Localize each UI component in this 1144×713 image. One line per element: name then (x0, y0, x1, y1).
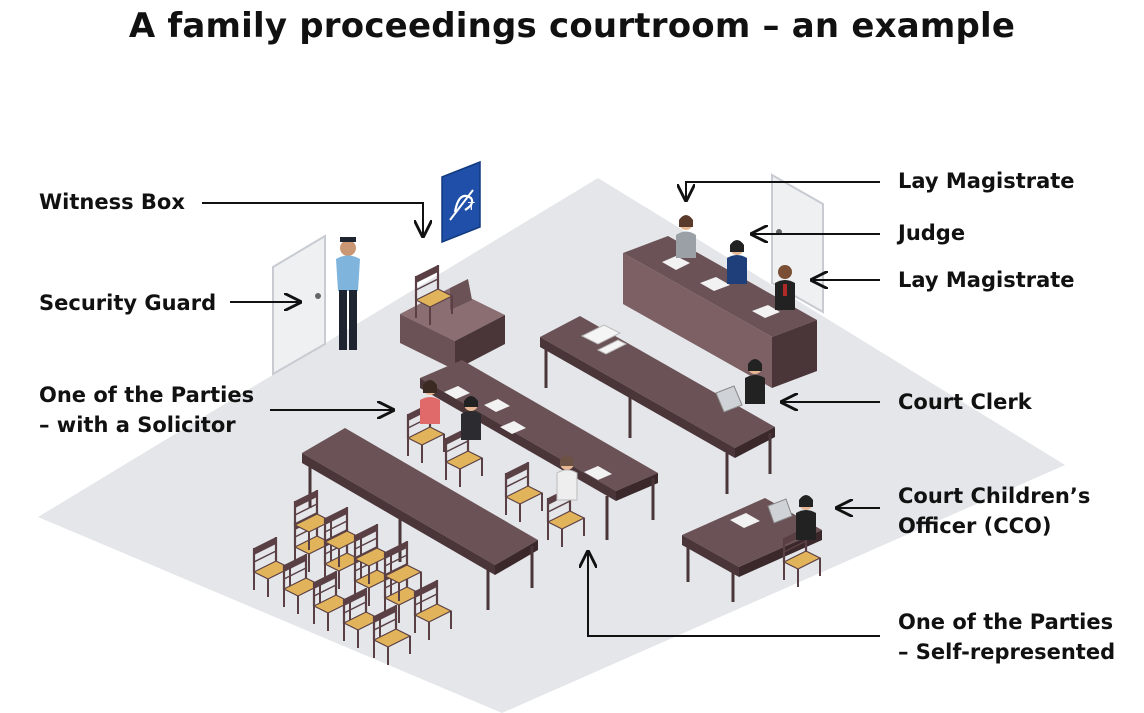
clerk-table (540, 316, 775, 494)
witness-box-arrow (202, 202, 423, 236)
label-lay-magistrate-bottom: Lay Magistrate (898, 268, 1075, 292)
hearing-loop-sign-icon: T (441, 160, 481, 244)
cco-table (682, 498, 822, 602)
label-party-with-solicitor: One of the Parties – with a Solicitor (39, 380, 254, 440)
callout-arrows (202, 181, 880, 637)
label-lay-magistrate-top: Lay Magistrate (898, 169, 1075, 193)
label-party-self-line2: – Self-represented (898, 640, 1116, 664)
witness-box (400, 263, 505, 370)
label-cco-line2: Officer (CCO) (898, 514, 1052, 538)
solicitor-figure (461, 396, 481, 440)
party-with-solicitor-figure (420, 380, 440, 424)
label-security-guard: Security Guard (39, 291, 217, 315)
label-court-clerk: Court Clerk (898, 390, 1032, 414)
label-cco-line1: Court Children’s (898, 484, 1091, 508)
label-witness-box: Witness Box (39, 190, 185, 214)
lay-magistrate-top-arrow (686, 181, 880, 200)
self-represented-party-figure (556, 455, 578, 501)
judge-figure (727, 240, 747, 284)
page-title: A family proceedings courtroom – an exam… (128, 6, 1016, 46)
label-cco: Court Children’s Officer (CCO) (898, 481, 1090, 541)
cco-figure (796, 495, 816, 540)
label-party-with-solicitor-line1: One of the Parties (39, 383, 255, 407)
svg-text:T: T (467, 200, 475, 213)
label-party-self-represented: One of the Parties – Self-represented (898, 607, 1115, 667)
party-self-arrow (588, 552, 880, 637)
label-party-with-solicitor-line2: – with a Solicitor (39, 413, 236, 437)
front-table (302, 428, 538, 610)
lay-magistrate-bottom-figure (775, 265, 795, 310)
label-party-self-line1: One of the Parties (898, 610, 1114, 634)
judges-bench (623, 236, 817, 388)
label-judge: Judge (898, 221, 966, 245)
court-clerk-figure (715, 359, 765, 413)
security-guard-figure (336, 237, 360, 350)
lay-magistrate-top-figure (676, 215, 696, 258)
